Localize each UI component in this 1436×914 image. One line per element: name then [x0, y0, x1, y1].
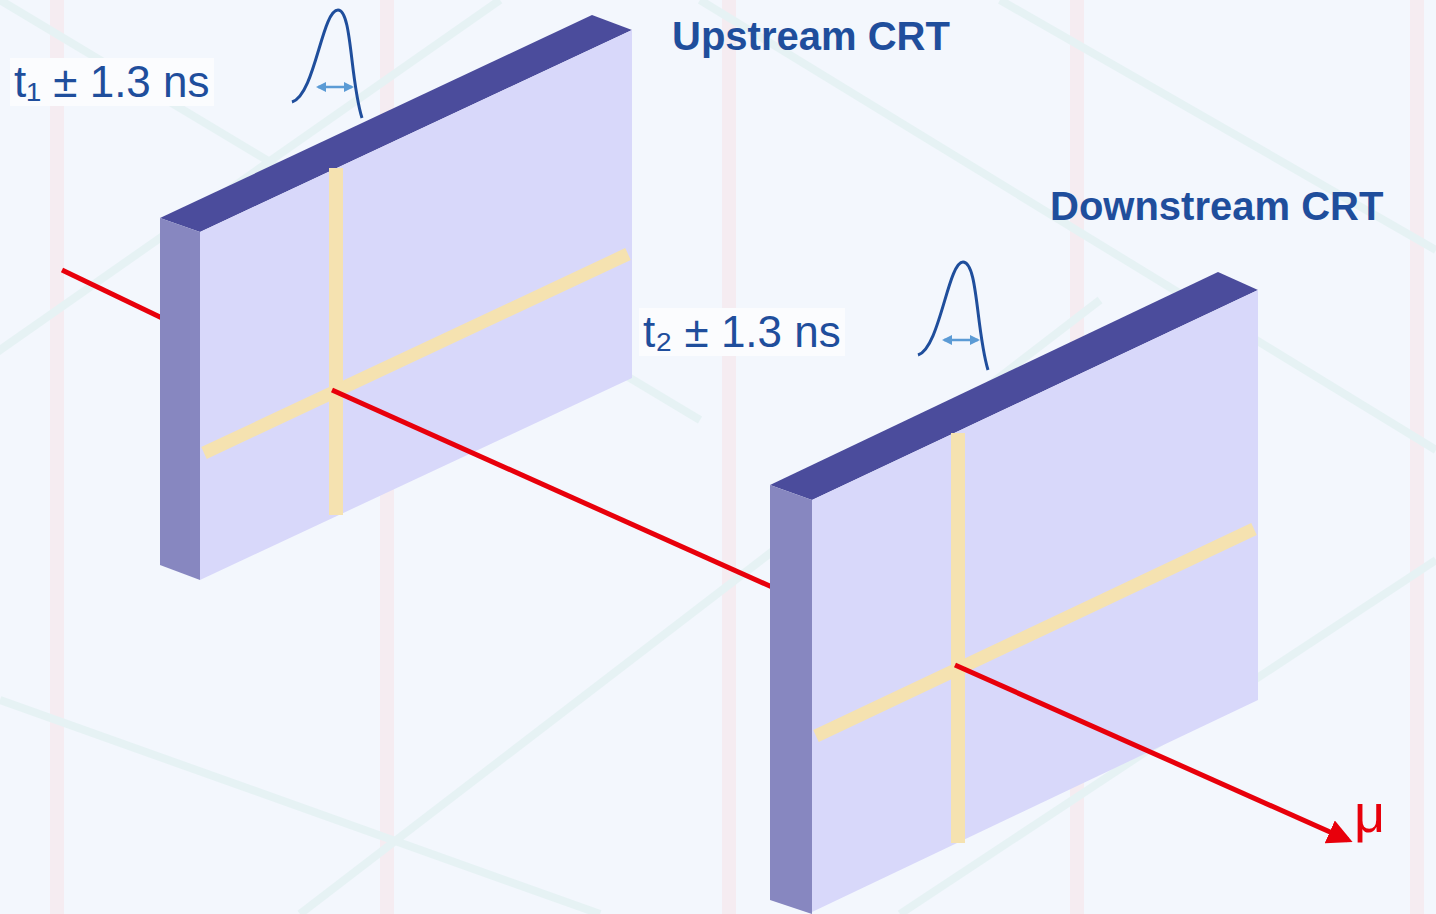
muon-track	[62, 270, 162, 318]
panel-name: Upstream CRT	[668, 14, 954, 58]
timing-label: t₁ ± 1.3 ns	[10, 58, 214, 106]
panel-name: Downstream CRT	[1046, 184, 1387, 228]
particle-symbol: μ	[1350, 784, 1389, 843]
timing-gaussian	[918, 262, 988, 370]
downstream-panel	[770, 272, 1258, 914]
muon-track	[955, 665, 1348, 840]
muon-track	[332, 390, 772, 587]
timing-label: t₂ ± 1.3 ns	[639, 308, 845, 356]
timing-gaussian	[292, 10, 362, 118]
